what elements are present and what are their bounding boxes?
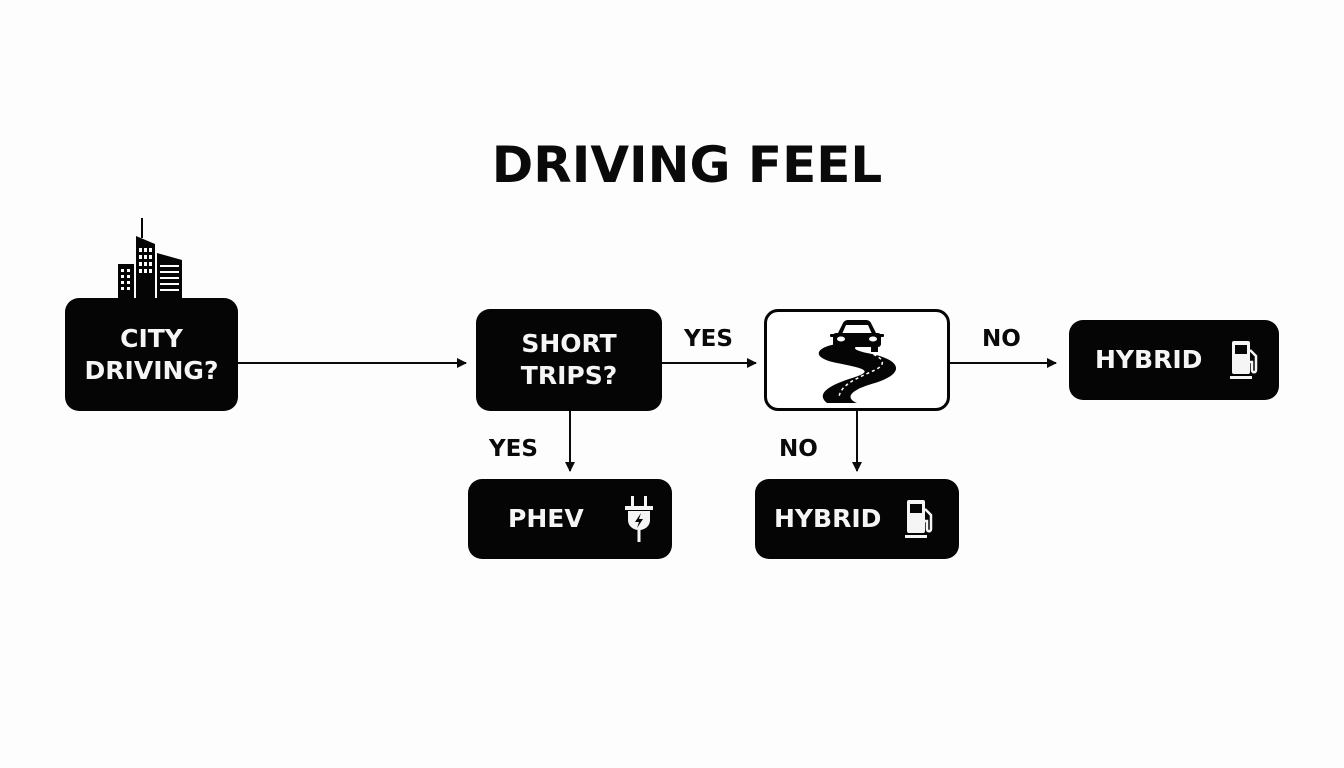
city-buildings-icon	[112, 218, 188, 303]
node-phev: PHEV	[468, 479, 672, 559]
car-winding-road-icon	[818, 320, 897, 403]
fuel-pump-icon	[1230, 341, 1258, 379]
node-short-trips-label: SHORT TRIPS?	[520, 329, 618, 390]
edge-label-yes-right: YES	[684, 326, 733, 352]
node-short-trips: SHORT TRIPS?	[476, 309, 662, 411]
node-hybrid-right-label: HYBRID	[1095, 345, 1203, 374]
node-hybrid-bottom: HYBRID	[755, 479, 959, 559]
node-hybrid-bottom-label: HYBRID	[774, 504, 882, 533]
node-phev-label: PHEV	[508, 504, 584, 533]
edge-label-no-right: NO	[982, 326, 1021, 352]
node-winding-road	[764, 309, 950, 411]
node-city-driving-label: CITY DRIVING?	[84, 323, 219, 385]
node-hybrid-right: HYBRID	[1069, 320, 1279, 400]
edge-label-yes-down: YES	[489, 436, 538, 462]
node-city-driving: CITY DRIVING?	[65, 298, 238, 411]
edge-label-no-down: NO	[779, 436, 818, 462]
fuel-pump-icon	[905, 500, 933, 538]
electric-plug-icon	[624, 496, 653, 542]
diagram-title: DRIVING FEEL	[491, 136, 883, 194]
